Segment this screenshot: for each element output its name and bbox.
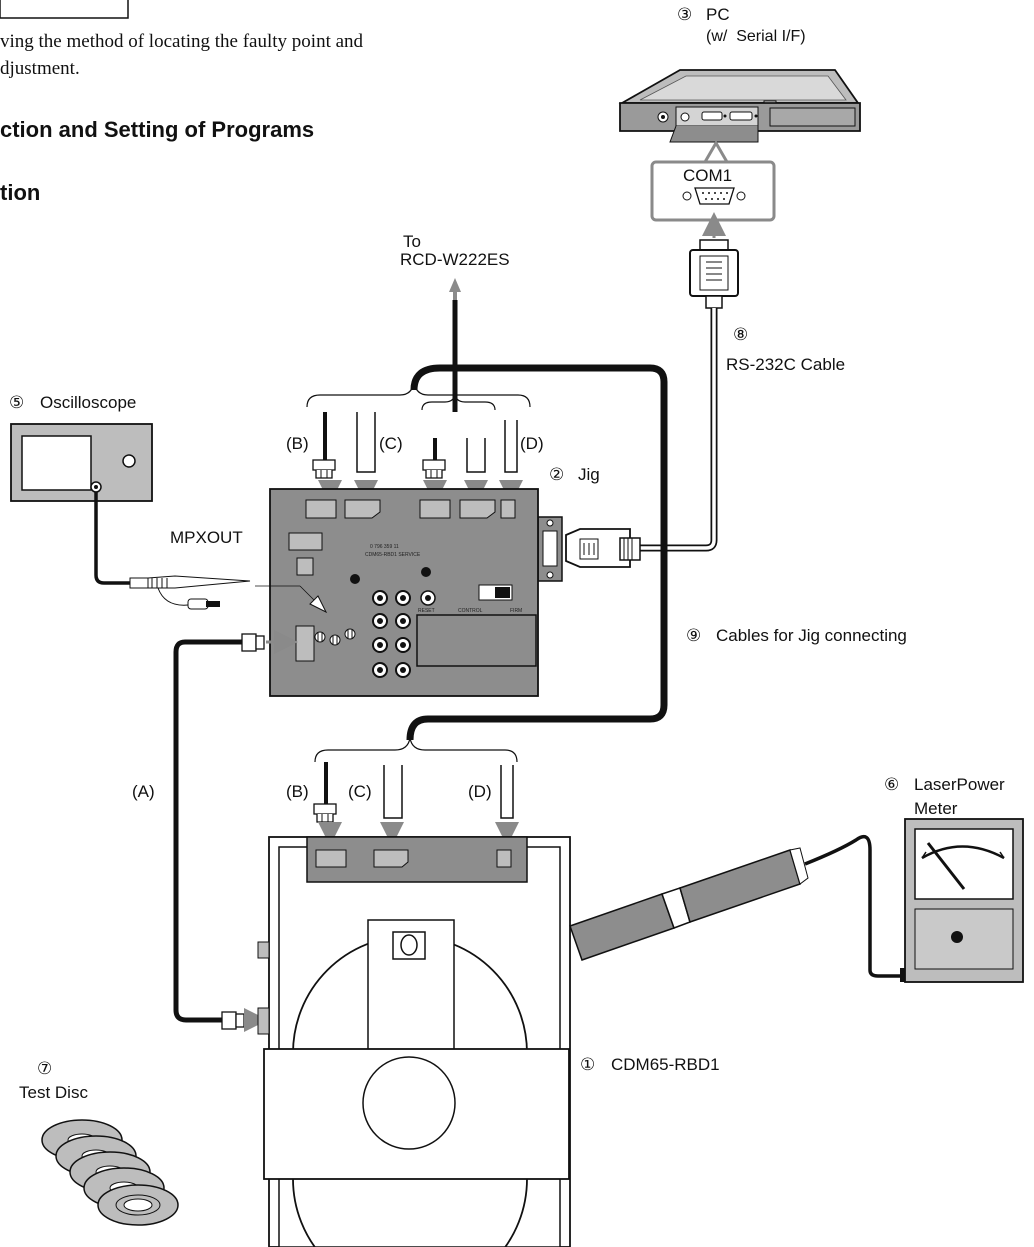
jig-label: Jig — [578, 465, 600, 484]
rcd-cable — [449, 278, 461, 412]
oscilloscope-label: Oscilloscope — [40, 393, 137, 412]
cdm-mechanism — [257, 836, 571, 1247]
jig-connecting-cable — [406, 364, 668, 741]
oscilloscope-number: ⑤ — [9, 393, 25, 412]
pc-laptop — [618, 69, 861, 143]
to-label: To — [403, 232, 421, 251]
cable-a — [173, 630, 298, 1032]
oscilloscope-probe — [94, 492, 251, 610]
jig-cable-brace — [306, 381, 531, 411]
jig-cable-label: Cables for Jig connecting — [716, 626, 907, 645]
mpxout-pointer — [255, 585, 328, 614]
mpxout-label: MPXOUT — [170, 528, 243, 547]
cdm-number: ① — [580, 1055, 596, 1074]
laser-power-meter — [900, 818, 1024, 983]
rs232c-plug-top — [689, 239, 739, 309]
subsection-heading: tion — [0, 180, 41, 205]
connector-b-label-jig: (B) — [286, 434, 309, 453]
test-discs — [41, 1119, 179, 1226]
rs232c-plug-jig — [537, 516, 641, 582]
board-name: CDM65-RBD1 SERVICE — [365, 552, 421, 558]
connector-b-label-cdm: (B) — [286, 782, 309, 801]
cable-label: RS-232C Cable — [726, 355, 846, 374]
pc-label: PC — [706, 5, 730, 24]
section-heading: ction and Setting of Programs — [0, 117, 315, 142]
header-box-fragment — [0, 0, 129, 19]
laser-power-probe — [569, 834, 900, 978]
jig-cable-number: ⑨ — [686, 626, 702, 645]
reset-label: RESET — [418, 608, 435, 614]
pc-sublabel: (w/ Serial I/F) — [706, 28, 806, 45]
meter-label: LaserPower — [914, 775, 1005, 794]
connector-c-label-cdm: (C) — [348, 782, 372, 801]
jig-number: ② — [549, 465, 565, 484]
com1-label: COM1 — [683, 166, 732, 185]
intro-line-1: ving the method of locating the faulty p… — [0, 31, 364, 52]
jig-board: 0 796 359 11 CDM65-RBD1 SERVICE RESET CO… — [269, 488, 539, 697]
cable-number: ⑧ — [733, 325, 749, 344]
cdm-cable-brace — [314, 737, 518, 763]
cdm-connectors — [313, 762, 519, 846]
intro-line-2: djustment. — [0, 58, 80, 79]
jig-connectors — [312, 412, 523, 504]
connector-d-label-jig: (D) — [520, 434, 544, 453]
meter-label-2: Meter — [914, 799, 958, 818]
firm-label: FIRM — [510, 608, 522, 614]
control-label: CONTROL — [458, 608, 483, 614]
rs232c-cable — [640, 308, 718, 552]
disc-number: ⑦ — [37, 1059, 53, 1078]
meter-number: ⑥ — [884, 775, 900, 794]
oscilloscope — [10, 423, 153, 502]
connector-a-label: (A) — [132, 782, 155, 801]
board-part-number: 0 796 359 11 — [370, 544, 399, 550]
connector-c-label-jig: (C) — [379, 434, 403, 453]
cdm-label: CDM65-RBD1 — [611, 1055, 720, 1074]
com1-panel: COM1 — [650, 140, 776, 238]
pc-number: ③ — [677, 5, 693, 24]
disc-label: Test Disc — [19, 1083, 88, 1102]
connector-d-label-cdm: (D) — [468, 782, 492, 801]
rcd-label: RCD-W222ES — [400, 250, 510, 269]
